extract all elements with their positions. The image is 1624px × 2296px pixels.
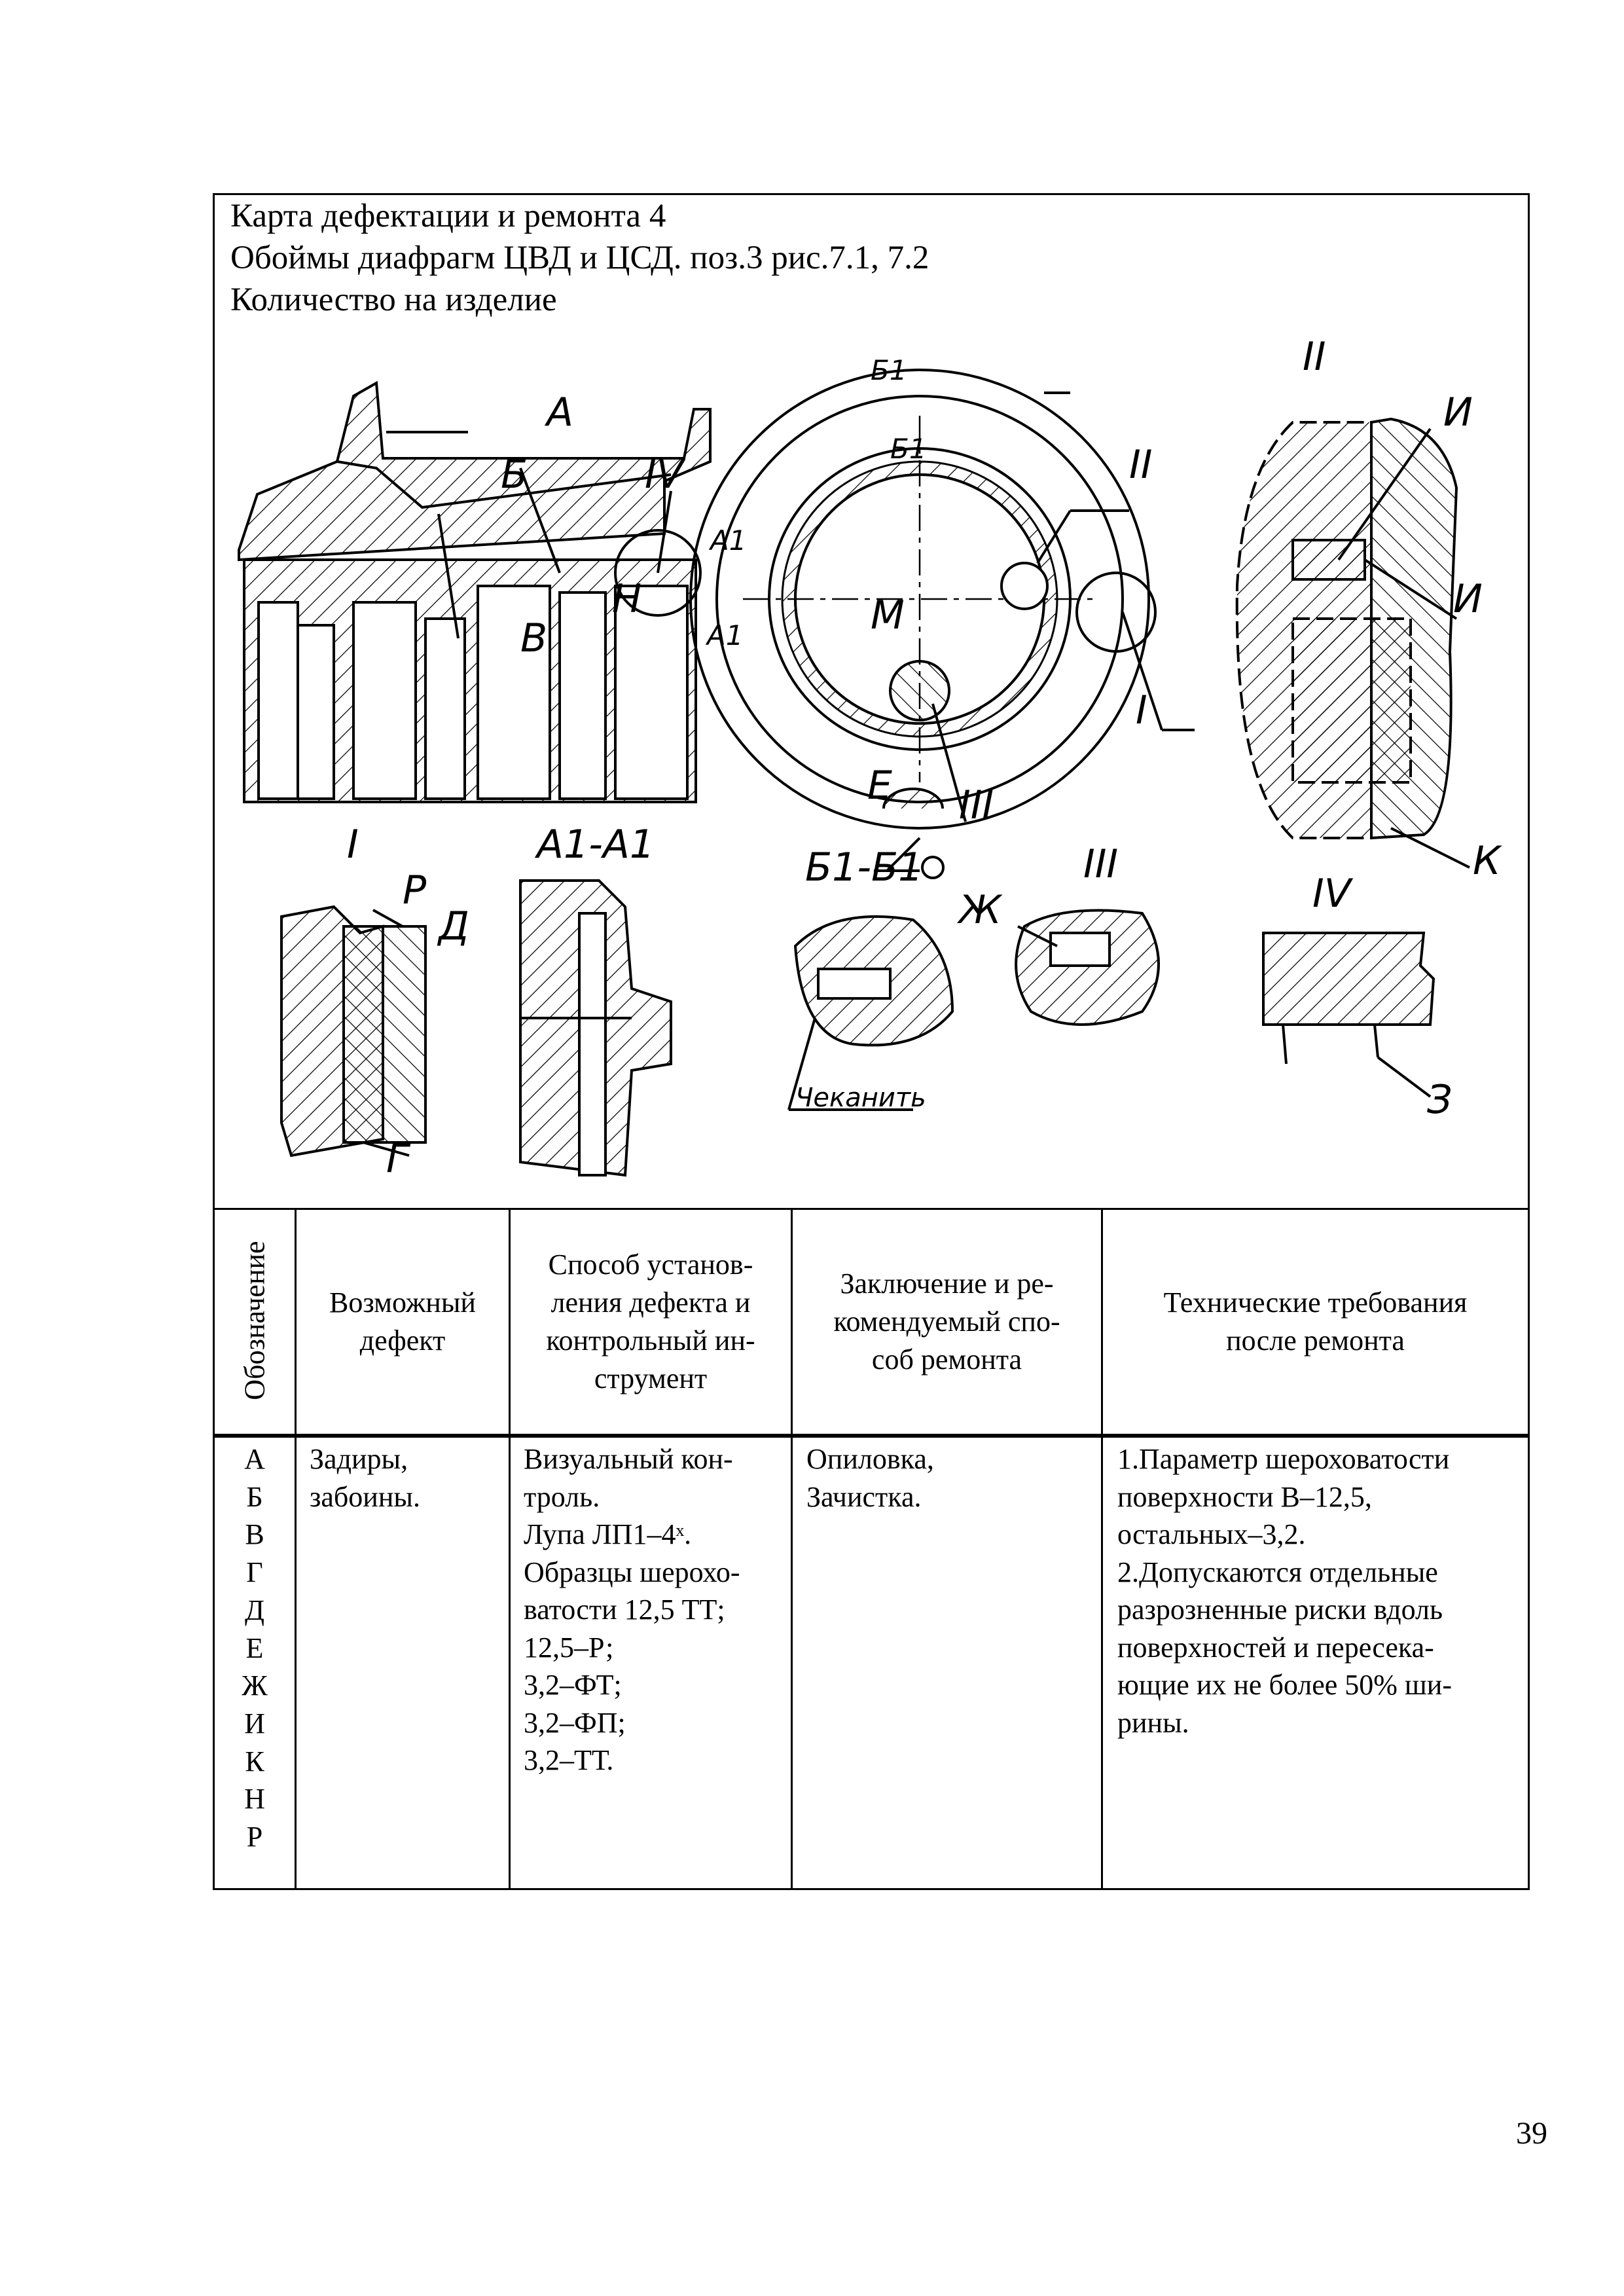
designation-item: И [244, 1707, 265, 1740]
label-M: М [871, 592, 905, 638]
label-B1-inner: Б1 [890, 433, 927, 465]
designation-item: Д [244, 1594, 264, 1626]
technical-requirements: 1.Параметр шероховатости поверхности В–1… [1117, 1443, 1453, 1739]
designation-item: Р [246, 1821, 263, 1853]
label-V: В [520, 615, 547, 661]
designation-item: Н [244, 1783, 265, 1815]
label-IV: IV [645, 452, 686, 498]
page-number: 39 [1516, 2116, 1547, 2151]
detail-I-view [280, 905, 427, 1157]
label-A1-lower: А1 [705, 619, 743, 651]
label-IV-view: IV [1312, 871, 1354, 917]
card-quantity-label: Количество на изделие [230, 282, 557, 318]
label-III-view: III [1083, 841, 1118, 887]
header-designation: Обозначение [238, 1241, 271, 1400]
label-B: Б [501, 452, 528, 498]
designation-item: В [245, 1518, 264, 1551]
section-B1-B1-view [787, 856, 954, 1111]
header-conclusion: Заключение и ре- комендуемый спо- соб ре… [833, 1267, 1060, 1376]
label-chekanit: Чеканить [795, 1083, 926, 1113]
label-II-center: II [1129, 442, 1152, 488]
label-I-center: I [1136, 687, 1147, 733]
diaphragm-section-view [238, 380, 712, 803]
ring-front-view [689, 369, 1195, 872]
label-III-center: III [959, 782, 994, 828]
label-Z: З [1427, 1077, 1452, 1123]
section-A1-A1-view [519, 879, 672, 1177]
designation-item: Е [245, 1631, 264, 1664]
technical-drawing: А Б IV Н В Б1 [238, 334, 1502, 1182]
label-G: Г [386, 1136, 411, 1182]
label-E: Е [867, 763, 892, 809]
label-B1-B1: Б1-Б1 [805, 845, 923, 890]
label-N: Н [612, 576, 641, 622]
detail-II-view [1235, 417, 1470, 869]
inspection-method: Визуальный кон- троль. Лупа ЛП1–4ˣ. Обра… [524, 1443, 740, 1776]
label-II-detail: II [1303, 334, 1326, 380]
detail-IV-view [1262, 932, 1435, 1098]
header-method: Способ установ- ления дефекта и контроль… [546, 1248, 755, 1394]
designation-list: А Б В Г Д Е Ж И К Н Р [213, 1440, 297, 1856]
header-defect: Возможный дефект [329, 1286, 476, 1357]
designation-item: Ж [242, 1669, 268, 1702]
drawing-frame [213, 193, 1530, 1210]
label-I-view: I [347, 822, 359, 867]
repair-conclusion: Опиловка, Зачистка. [806, 1443, 934, 1513]
label-I-cyr-upper: И [1443, 390, 1473, 435]
label-B1-top: Б1 [871, 354, 907, 386]
label-K: К [1473, 838, 1502, 884]
label-D: Д [437, 903, 469, 949]
designation-item: Г [246, 1556, 263, 1589]
label-ZH: Ж [956, 887, 1003, 933]
detail-III-view [1015, 909, 1160, 1026]
label-A: А [544, 390, 573, 435]
defect-table: Обозначение Возможный дефект Способ уста… [213, 1208, 1530, 1890]
header-requirements: Технические требования после ремонта [1163, 1286, 1468, 1357]
card-subtitle: Обоймы диафрагм ЦВД и ЦСД. поз.3 рис.7.1… [230, 240, 929, 276]
designation-item: К [245, 1745, 264, 1777]
label-A1-A1: А1-А1 [534, 822, 655, 867]
row-cell-requirements [1101, 1434, 1530, 1890]
label-A1-upper: А1 [708, 524, 746, 556]
label-R: Р [403, 867, 427, 913]
card-title: Карта дефектации и ремонта 4 [230, 198, 666, 234]
defect-repair-card: Карта дефектации и ремонта 4 Обоймы диаф… [213, 193, 1530, 1890]
designation-item: Б [246, 1480, 263, 1513]
defect-description: Задиры, забоины. [310, 1443, 420, 1513]
designation-item: А [244, 1443, 265, 1475]
label-I-cyr-lower: И [1453, 576, 1483, 622]
